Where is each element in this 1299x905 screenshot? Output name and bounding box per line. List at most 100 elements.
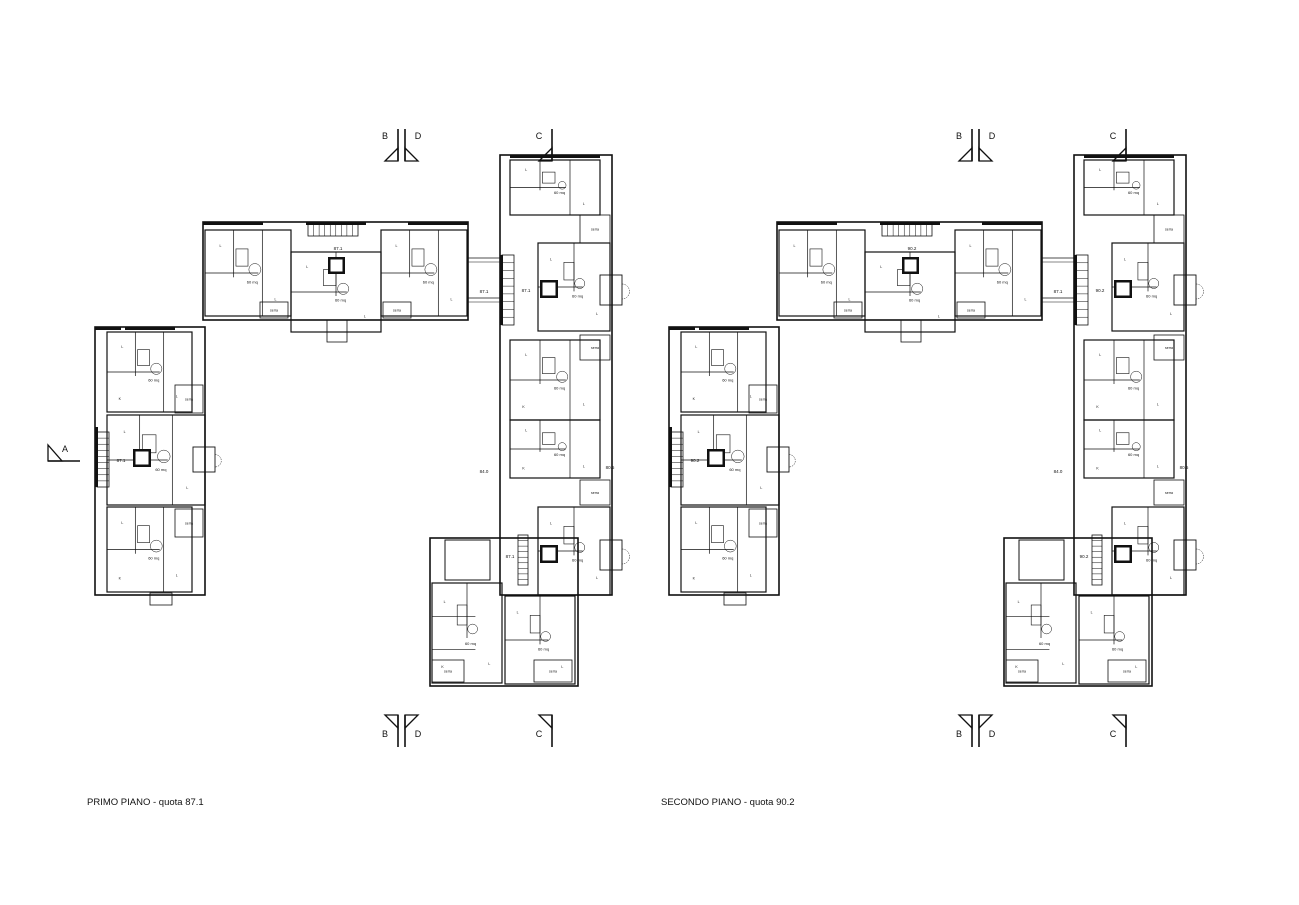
door-swing	[911, 282, 924, 295]
kitchen-label: K	[522, 466, 525, 470]
balcony-outline	[1173, 274, 1197, 306]
bathroom	[809, 248, 823, 267]
greenhouse	[1153, 334, 1185, 361]
section-marker-c-bottom: C	[536, 714, 553, 747]
apartment-area-label: 60 mq	[1128, 386, 1139, 391]
elevator-shaft	[1116, 282, 1130, 296]
greenhouse-label: serra	[1123, 670, 1131, 674]
living-room-label: L	[1018, 600, 1020, 604]
west-entry	[723, 592, 747, 606]
living-room-label: L	[880, 265, 882, 269]
bridge: 87.1	[468, 257, 500, 303]
door-swing	[556, 370, 569, 383]
greenhouse	[174, 384, 204, 414]
kitchen-label: K	[693, 576, 696, 580]
section-letter: C	[536, 131, 543, 141]
greenhouse	[259, 301, 289, 319]
kitchen-label: K	[693, 397, 696, 401]
living-room-label: L	[794, 244, 796, 248]
roof-cap	[203, 222, 263, 225]
apartment-area-label: 60 mq	[335, 298, 346, 303]
greenhouse	[533, 659, 573, 683]
balcony-outline	[1173, 539, 1197, 571]
section-arrow	[1111, 146, 1127, 162]
section-letter: D	[989, 729, 996, 739]
section-letter: D	[415, 131, 422, 141]
balcony-swing	[788, 454, 796, 468]
section-letter: A	[62, 444, 68, 454]
section-arrow	[47, 443, 64, 462]
elevator-shaft	[135, 451, 149, 465]
west-entry	[149, 592, 173, 606]
living-room-label: L	[444, 600, 446, 604]
door-swing	[150, 539, 163, 553]
apartment-area-label: 60 mq	[247, 279, 258, 284]
living-room-label: L	[550, 258, 552, 262]
door-swing	[337, 282, 350, 295]
door-swing	[731, 449, 745, 463]
north-wing-level: 87.1	[334, 246, 343, 251]
living-room-label: L	[583, 202, 585, 206]
section-letter: B	[956, 131, 962, 141]
section-letter: B	[956, 729, 962, 739]
section-marker-d-top: D	[404, 129, 422, 162]
door-swing	[724, 362, 737, 375]
living-room-label: L	[698, 430, 700, 434]
greenhouse-label: serra	[393, 309, 401, 313]
living-room-label: L	[517, 611, 519, 615]
east-wing-lower-level: 84.0	[1054, 469, 1063, 474]
greenhouse	[748, 508, 778, 538]
greenhouse-label: serra	[844, 309, 852, 313]
greenhouse-label: serra	[591, 228, 599, 232]
living-room-label: L	[750, 574, 752, 578]
section-arrow	[957, 146, 973, 162]
roof-cap	[880, 222, 940, 225]
apartment-area-label: 60 mq	[423, 279, 434, 284]
living-room-label: L	[275, 298, 277, 302]
roof-cap	[306, 222, 366, 225]
greenhouse-label: serra	[591, 346, 599, 350]
east-wing-outline	[1073, 154, 1187, 596]
section-arrow	[537, 146, 553, 162]
east-stair-upper	[1075, 254, 1089, 326]
living-room-label: L	[1157, 403, 1159, 407]
door-swing	[150, 362, 163, 375]
section-marker-d-bottom: D	[978, 714, 996, 747]
living-room-label: L	[364, 315, 366, 319]
living-room-label: L	[121, 521, 123, 525]
living-room-label: L	[121, 345, 123, 349]
apartment-area-label: 60 mq	[722, 556, 733, 561]
bathroom	[529, 615, 541, 634]
east-stair-lower	[1091, 534, 1103, 586]
door-swing	[467, 623, 478, 635]
north-stair	[881, 223, 933, 237]
living-room-label: L	[561, 665, 563, 669]
bathroom	[563, 262, 575, 281]
southeast-wing-outline	[429, 537, 579, 687]
plan-caption-secondo-piano: SECONDO PIANO - quota 90.2	[661, 797, 795, 808]
kitchen-label: K	[1096, 466, 1099, 470]
living-room-label: L	[176, 395, 178, 399]
living-room-label: L	[695, 345, 697, 349]
living-room-label: L	[583, 403, 585, 407]
door-swing	[1148, 278, 1160, 289]
bathroom	[456, 604, 468, 626]
bathroom	[711, 525, 724, 544]
apartment-area-label: 60 mq	[148, 378, 159, 383]
roof-cap	[125, 327, 175, 330]
bathroom	[985, 248, 999, 267]
greenhouse-label: serra	[185, 398, 193, 402]
section-arrow	[404, 714, 420, 730]
elevator-shaft	[709, 451, 723, 465]
greenhouse-label: serra	[759, 522, 767, 526]
bathroom	[1137, 526, 1149, 545]
apartment-area-label: 60 mq	[1039, 641, 1050, 646]
bridge-level: 87.1	[1054, 289, 1063, 294]
kitchen-label: K	[522, 405, 525, 409]
bathroom	[1103, 615, 1115, 634]
